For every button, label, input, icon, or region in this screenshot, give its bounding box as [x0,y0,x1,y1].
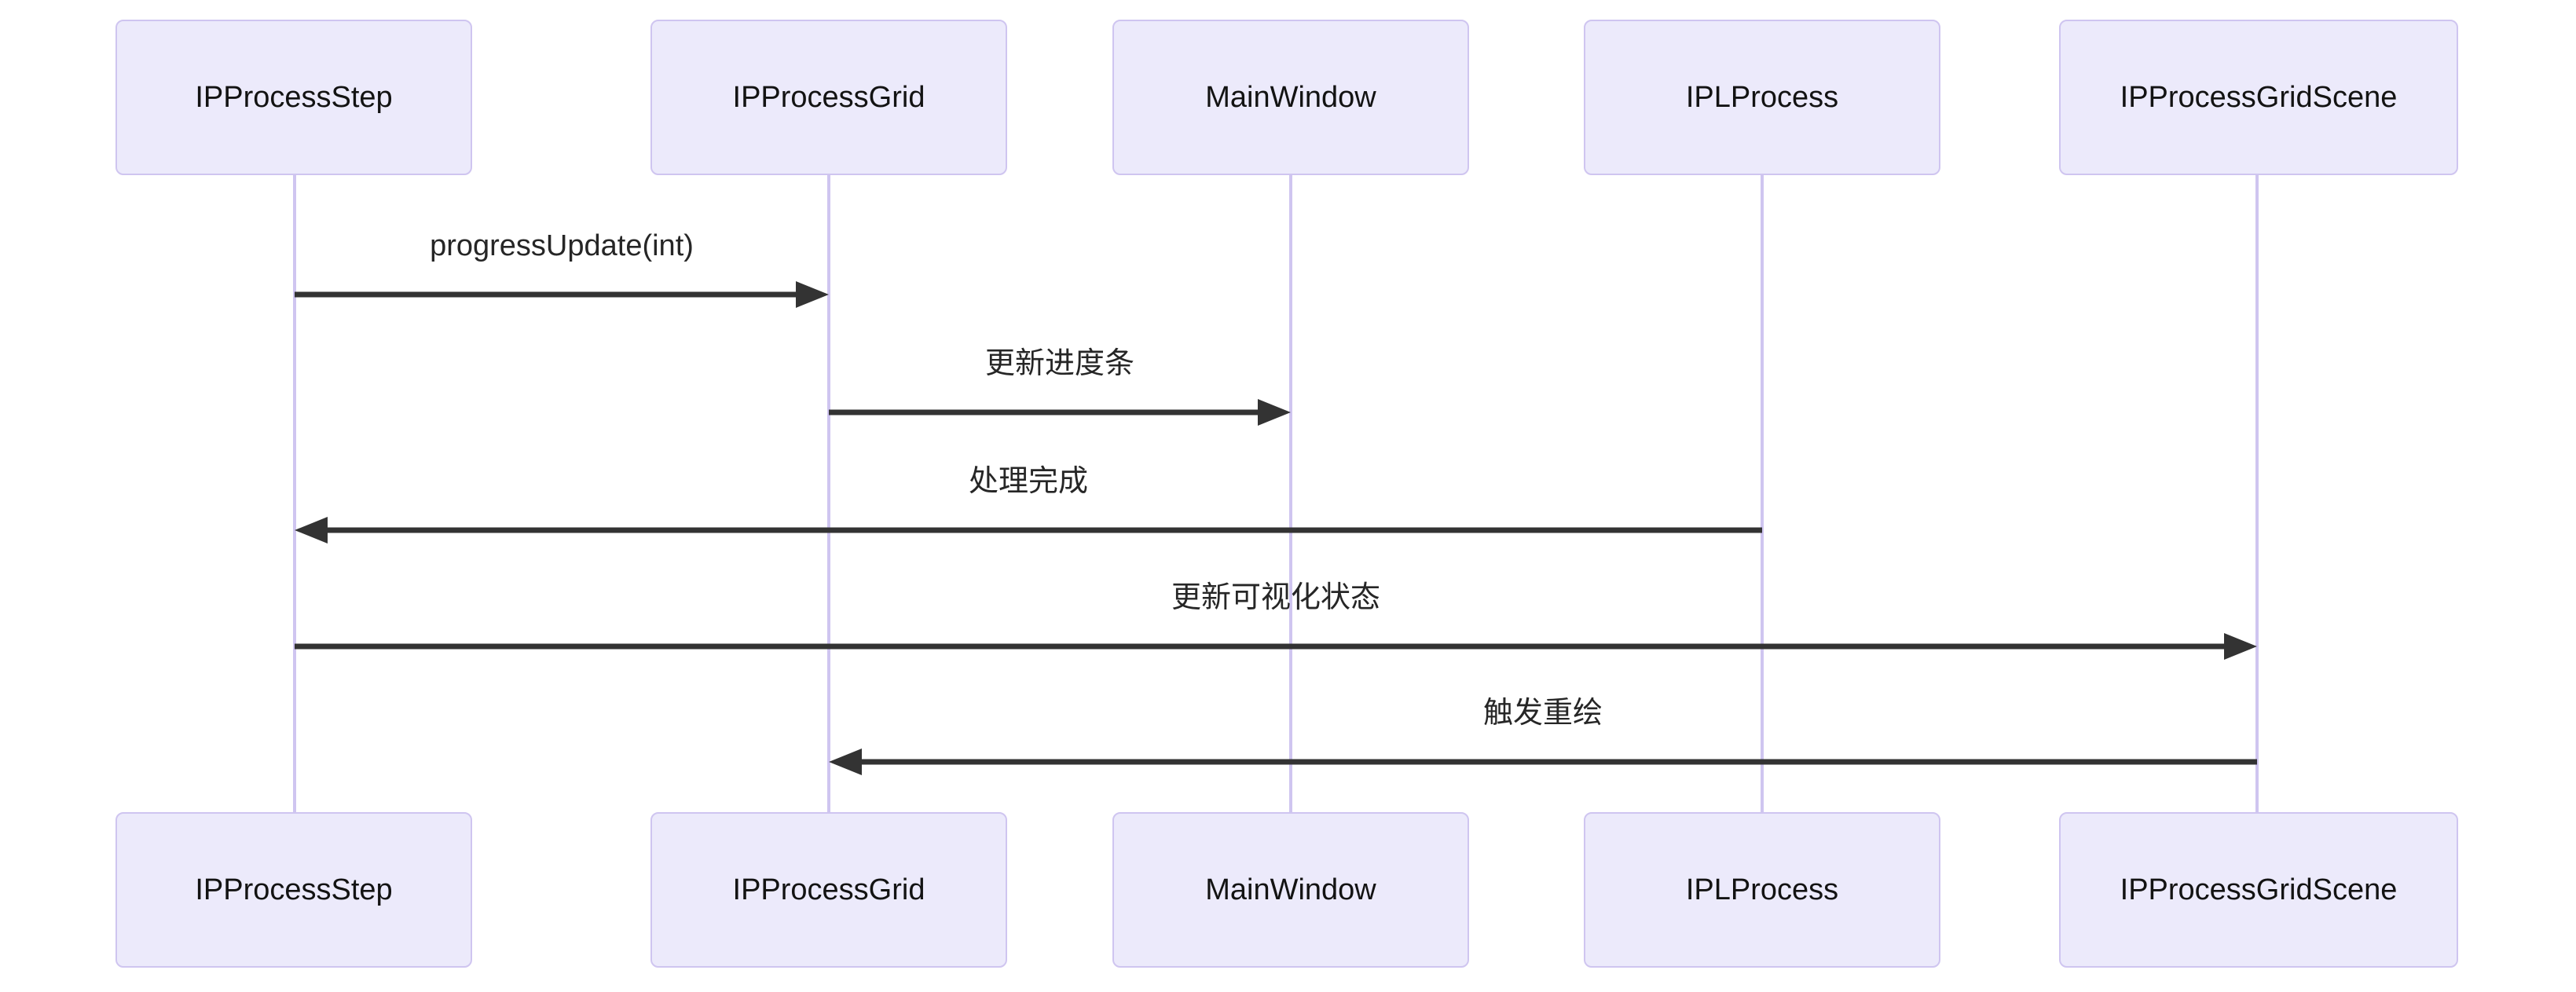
participant-label: IPProcessGridScene [2120,873,2398,906]
message-2[interactable]: 更新进度条 [829,347,1291,426]
message-1[interactable]: progressUpdate(int) [295,229,829,308]
lifelines-layer [293,174,2259,813]
participant-box-shape [650,20,1007,175]
participant-box-shape [1112,812,1469,968]
participant-box-shape [2059,20,2458,175]
participant-label: IPLProcess [1686,873,1838,906]
message-5[interactable]: 触发重绘 [829,697,2257,775]
participant-box-shape [115,812,472,968]
participant-box-shape [650,812,1007,968]
message-arrowhead [2224,633,2257,660]
participant-top-p3[interactable]: MainWindow [1112,20,1469,175]
message-arrowhead [796,281,829,308]
participant-bottom-p5[interactable]: IPProcessGridScene [2059,812,2458,968]
participant-label: IPProcessGridScene [2120,81,2398,114]
message-arrowhead [829,749,862,775]
message-label: 触发重绘 [1483,697,1603,730]
message-3[interactable]: 处理完成 [295,465,1762,544]
participant-label: IPProcessGrid [733,873,925,906]
participant-top-p4[interactable]: IPLProcess [1584,20,1940,175]
message-4[interactable]: 更新可视化状态 [295,581,2257,660]
participant-box-shape [1584,812,1940,968]
participant-top-p2[interactable]: IPProcessGrid [650,20,1007,175]
participant-box-shape [1584,20,1940,175]
participant-label: IPProcessStep [195,873,392,906]
participant-label: MainWindow [1205,81,1376,114]
participant-boxes-bottom: IPProcessStep IPProcessGrid MainWindow IPLP… [115,812,2458,968]
participant-label: MainWindow [1205,873,1376,906]
message-label: 更新进度条 [985,347,1134,380]
message-label: 更新可视化状态 [1171,581,1380,614]
message-arrowhead [295,517,328,544]
participant-label: IPLProcess [1686,81,1838,114]
participant-label: IPProcessGrid [733,81,925,114]
participant-boxes-top: IPProcessStep IPProcessGrid MainWindow IPLP… [115,20,2458,175]
participant-top-p5[interactable]: IPProcessGridScene [2059,20,2458,175]
participant-bottom-p2[interactable]: IPProcessGrid [650,812,1007,968]
participant-label: IPProcessStep [195,81,392,114]
participant-top-p1[interactable]: IPProcessStep [115,20,472,175]
message-arrowhead [1258,399,1291,426]
participant-bottom-p3[interactable]: MainWindow [1112,812,1469,968]
participant-bottom-p1[interactable]: IPProcessStep [115,812,472,968]
participant-box-shape [1112,20,1469,175]
message-label: progressUpdate(int) [430,229,694,262]
message-label: 处理完成 [969,465,1088,498]
participant-bottom-p4[interactable]: IPLProcess [1584,812,1940,968]
participant-box-shape [2059,812,2458,968]
participant-box-shape [115,20,472,175]
